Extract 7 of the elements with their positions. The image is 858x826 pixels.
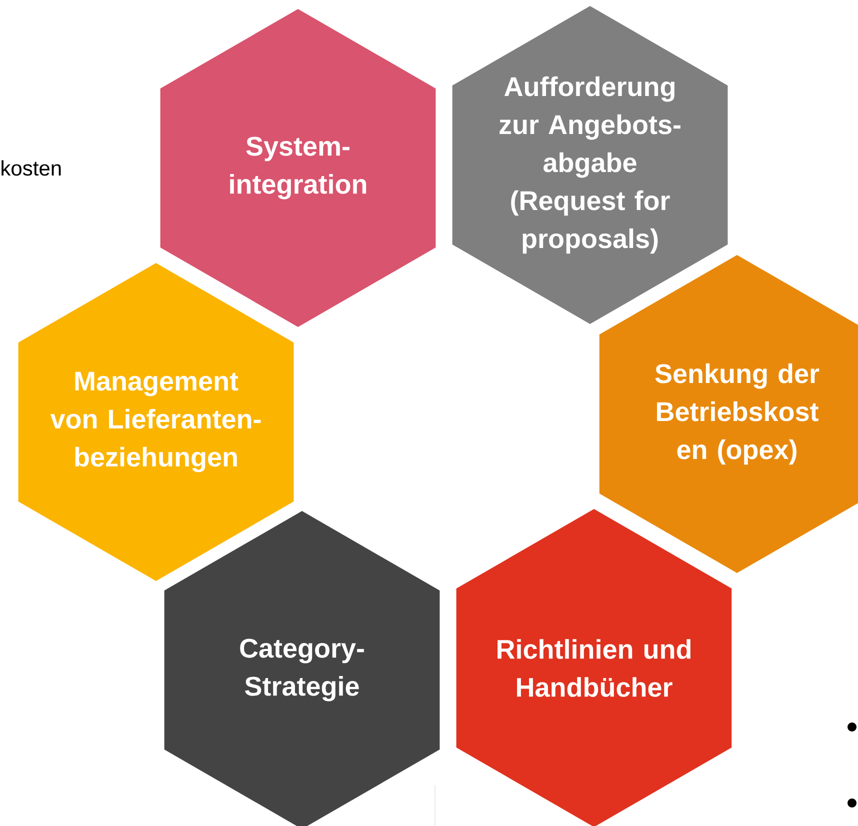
hexagon: System- integration bbox=[160, 9, 436, 327]
hexagon: Richtlinien und Handbücher bbox=[456, 509, 732, 826]
hexagon: Aufforderung zur Angebots- abgabe (Request for proposals) bbox=[452, 6, 728, 324]
hexagon: Management von Lieferanten- beziehungen bbox=[18, 263, 294, 581]
text-label: kosten bbox=[2, 160, 61, 176]
hexagon: Senkung der Betriebskost en (opex) bbox=[599, 255, 858, 573]
hexagon: Category- Strategie bbox=[164, 511, 440, 826]
